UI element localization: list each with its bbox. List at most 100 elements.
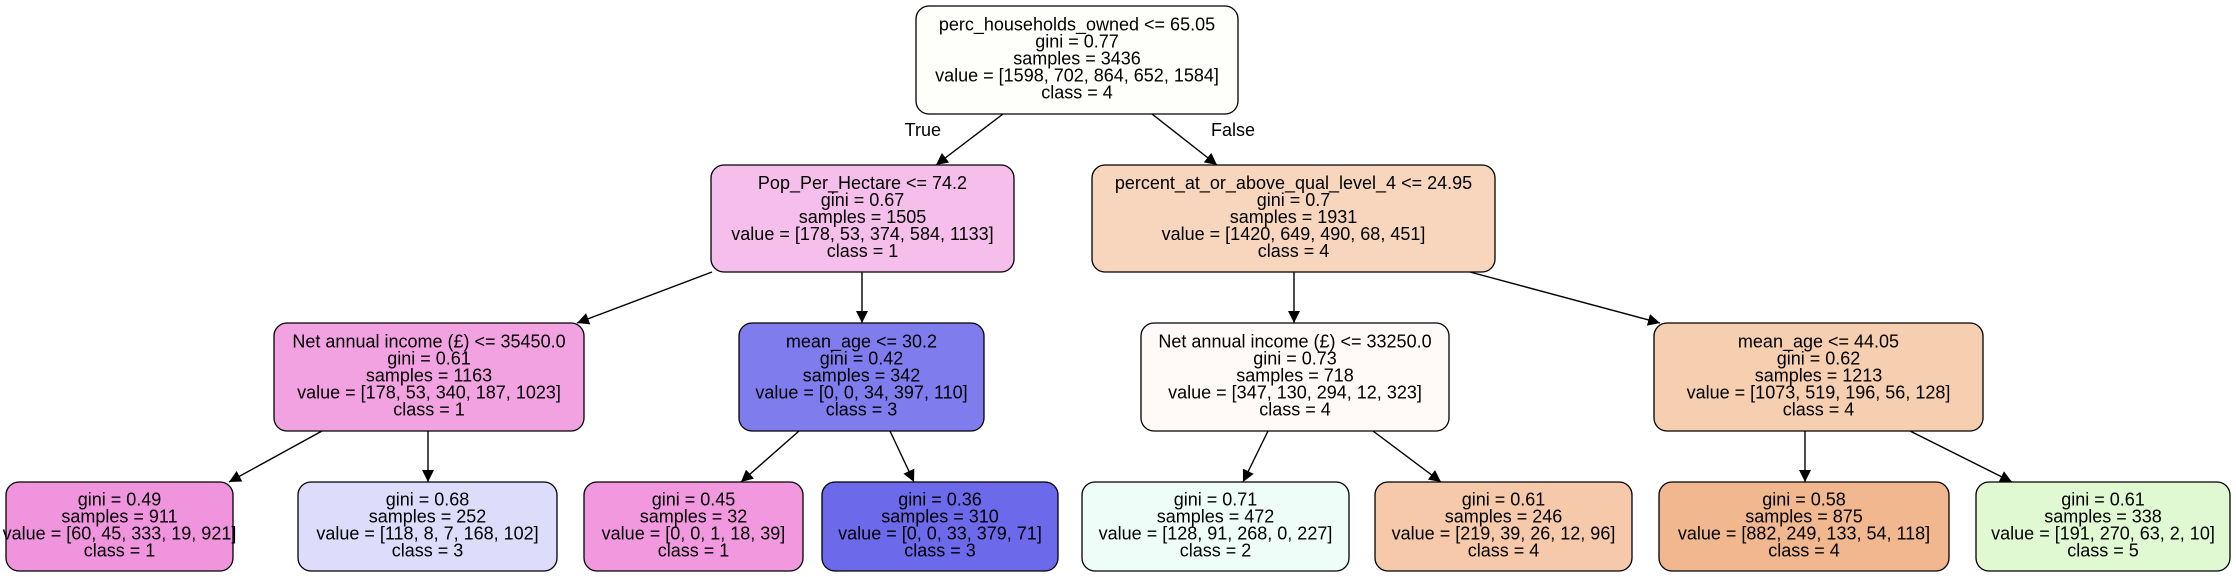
node-text-line: class = 2	[1180, 541, 1252, 561]
node-text-line: gini = 0.7	[1257, 190, 1331, 210]
node-text-line: class = 4	[1041, 83, 1113, 103]
edge-arrow-n4-n10	[889, 430, 915, 483]
node-text-line: class = 4	[1258, 241, 1330, 261]
tree-edges: True False	[228, 113, 2013, 483]
node-text-line: samples = 1163	[366, 366, 492, 386]
node-text-line: value = [0, 0, 34, 397, 110]	[755, 383, 967, 403]
node-box	[1140, 322, 1450, 432]
node-text-line: value = [0, 0, 1, 18, 39]	[602, 524, 786, 544]
node-text-line: gini = 0.77	[1035, 32, 1119, 52]
node-box	[1374, 481, 1633, 572]
node-box	[710, 164, 1015, 273]
edge-label-true: True	[905, 120, 941, 140]
edge-label-false: False	[1211, 120, 1255, 140]
node-text-line: samples = 32	[640, 507, 748, 527]
edge-arrow-n1-n3	[576, 271, 713, 325]
node-text-line: samples = 246	[1445, 507, 1563, 527]
node-text-line: class = 4	[1259, 400, 1331, 420]
node-text-line: samples = 472	[1157, 507, 1275, 527]
node-text-line: gini = 0.45	[652, 490, 736, 510]
node-text-line: value = [191, 270, 63, 2, 10]	[1991, 524, 2215, 544]
node-text-line: value = [0, 0, 33, 379, 71]	[838, 524, 1042, 544]
node-text-line: gini = 0.42	[820, 349, 904, 369]
node-text-line: gini = 0.58	[1762, 490, 1846, 510]
node-text-line: gini = 0.61	[387, 349, 471, 369]
node-text-line: value = [1598, 702, 864, 652, 1584]	[935, 66, 1219, 86]
node-text-line: perc_households_owned <= 65.05	[939, 15, 1215, 36]
edge-arrow-n5-n12	[1372, 430, 1442, 483]
node-box	[1975, 481, 2231, 572]
node-text-line: class = 4	[1768, 541, 1840, 561]
node-text-line: class = 3	[826, 400, 898, 420]
node-box	[1081, 481, 1350, 572]
node-text-line: percent_at_or_above_qual_level_4 <= 24.9…	[1115, 173, 1472, 194]
edge-arrow-n6-n14	[1909, 430, 2013, 483]
node-text-line: class = 5	[2067, 541, 2139, 561]
node-text-line: gini = 0.36	[898, 490, 982, 510]
node-text-line: samples = 718	[1236, 366, 1354, 386]
node-text-line: class = 1	[84, 541, 156, 561]
edge-arrow-n4-n9	[740, 430, 800, 483]
node-text-line: gini = 0.73	[1253, 349, 1337, 369]
node-text-line: Pop_Per_Hectare <= 74.2	[758, 173, 967, 194]
node-text-line: Net annual income (£) <= 35450.0	[292, 332, 565, 352]
node-text-line: gini = 0.67	[821, 190, 905, 210]
edge-arrow-n0-n1	[935, 113, 1004, 166]
node-text-line: samples = 1213	[1755, 366, 1883, 386]
node-text-line: samples = 310	[881, 507, 999, 527]
node-text-line: value = [1073, 519, 196, 56, 128]	[1687, 383, 1951, 403]
node-text-line: value = [1420, 649, 490, 68, 451]	[1162, 224, 1426, 244]
node-text-line: samples = 3436	[1013, 49, 1141, 69]
node-text-line: samples = 252	[369, 507, 487, 527]
node-box	[915, 5, 1239, 115]
node-text-line: mean_age <= 44.05	[1738, 332, 1899, 353]
node-text-line: gini = 0.71	[1174, 490, 1258, 510]
edge-arrow-n3-n7	[228, 430, 323, 483]
node-text-line: class = 1	[393, 400, 465, 420]
node-box	[5, 481, 234, 572]
node-text-line: value = [128, 91, 268, 0, 227]	[1099, 524, 1333, 544]
node-text-line: value = [882, 249, 133, 54, 118]	[1678, 524, 1930, 544]
node-box	[583, 481, 804, 572]
node-text-line: Net annual income (£) <= 33250.0	[1158, 332, 1431, 352]
node-text-line: gini = 0.62	[1777, 349, 1861, 369]
node-text-line: value = [347, 130, 294, 12, 323]	[1168, 383, 1422, 403]
node-text-line: value = [60, 45, 333, 19, 921]	[3, 524, 237, 544]
tree-node-n2: percent_at_or_above_qual_level_4 <= 24.9…	[1091, 164, 1496, 273]
node-text-line: samples = 1505	[799, 207, 927, 227]
node-text-line: value = [219, 39, 26, 12, 96]	[1392, 524, 1616, 544]
node-box	[297, 481, 558, 572]
node-text-line: class = 1	[827, 241, 899, 261]
node-text-line: value = [118, 8, 7, 168, 102]	[316, 524, 538, 544]
node-text-line: class = 4	[1783, 400, 1855, 420]
node-text-line: class = 3	[392, 541, 464, 561]
node-text-line: samples = 875	[1745, 507, 1863, 527]
node-text-line: value = [178, 53, 374, 584, 1133]	[731, 224, 993, 244]
node-text-line: class = 3	[904, 541, 976, 561]
node-text-line: class = 1	[658, 541, 730, 561]
node-text-line: gini = 0.61	[1462, 490, 1546, 510]
node-box	[738, 322, 985, 432]
node-text-line: gini = 0.68	[386, 490, 470, 510]
node-text-line: gini = 0.49	[78, 490, 162, 510]
node-text-line: value = [178, 53, 340, 187, 1023]	[297, 383, 561, 403]
edge-arrow-n2-n6	[1469, 271, 1661, 326]
node-text-line: samples = 1931	[1230, 207, 1358, 227]
node-text-line: gini = 0.61	[2061, 490, 2145, 510]
node-box	[1653, 322, 1984, 432]
